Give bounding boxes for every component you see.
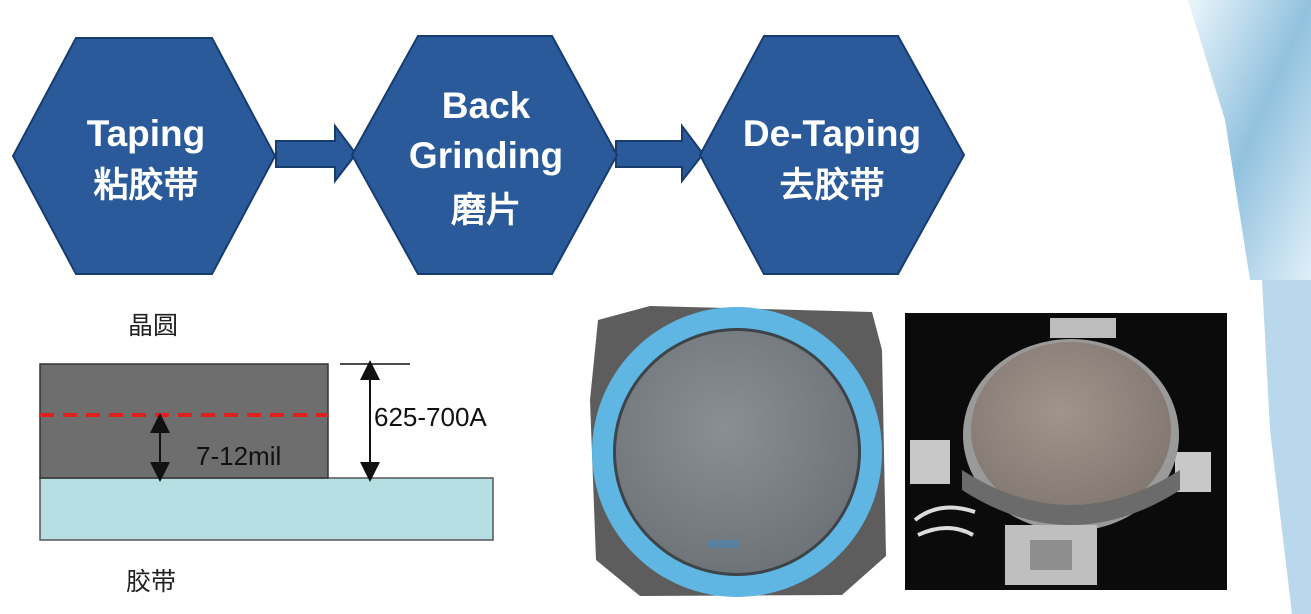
step-label-zh: 粘胶带	[93, 166, 198, 205]
step-back-grinding: Back Grinding 磨片	[350, 35, 619, 275]
arrow-right-icon	[275, 123, 358, 184]
hexagon-shape	[698, 35, 966, 275]
wafer-caption: 晶圆	[128, 311, 179, 340]
machine-bottom-inset	[1030, 540, 1072, 570]
machine-top-clamp	[1050, 318, 1116, 338]
machine-cables	[913, 505, 976, 537]
step-label-en: Taping	[87, 113, 206, 154]
process-flow: Taping 粘胶带 Back Grinding 磨片 De-Taping 去胶…	[11, 35, 966, 275]
step-de-taping: De-Taping 去胶带	[698, 35, 966, 275]
machine-right-clamp	[1175, 452, 1211, 492]
frame-marking	[708, 540, 740, 548]
step-label-en-2: Grinding	[409, 135, 563, 176]
wafer-disc	[616, 331, 858, 573]
decorative-streak-bottom	[1262, 280, 1311, 614]
chuck-base	[962, 470, 1180, 525]
machine-left-clamp	[910, 440, 950, 484]
final-thickness-label: 7-12mil	[196, 441, 282, 471]
chuck-wafer	[971, 342, 1171, 518]
step-label-en: De-Taping	[743, 113, 921, 154]
total-thickness-label: 625-700A	[374, 402, 487, 432]
tape-caption: 胶带	[126, 567, 177, 596]
decorative-streak-top	[1188, 0, 1311, 280]
step-label-zh: 去胶带	[779, 166, 884, 205]
step-taping: Taping 粘胶带	[11, 37, 277, 275]
hexagon-shape	[350, 35, 619, 275]
step-label-zh: 磨片	[451, 191, 521, 230]
wafer-layer	[39, 363, 329, 479]
cross-section-diagram	[39, 360, 494, 541]
step-label-en: Back	[442, 85, 531, 126]
hexagon-shape	[11, 37, 277, 275]
arrow-right-icon	[615, 123, 705, 184]
